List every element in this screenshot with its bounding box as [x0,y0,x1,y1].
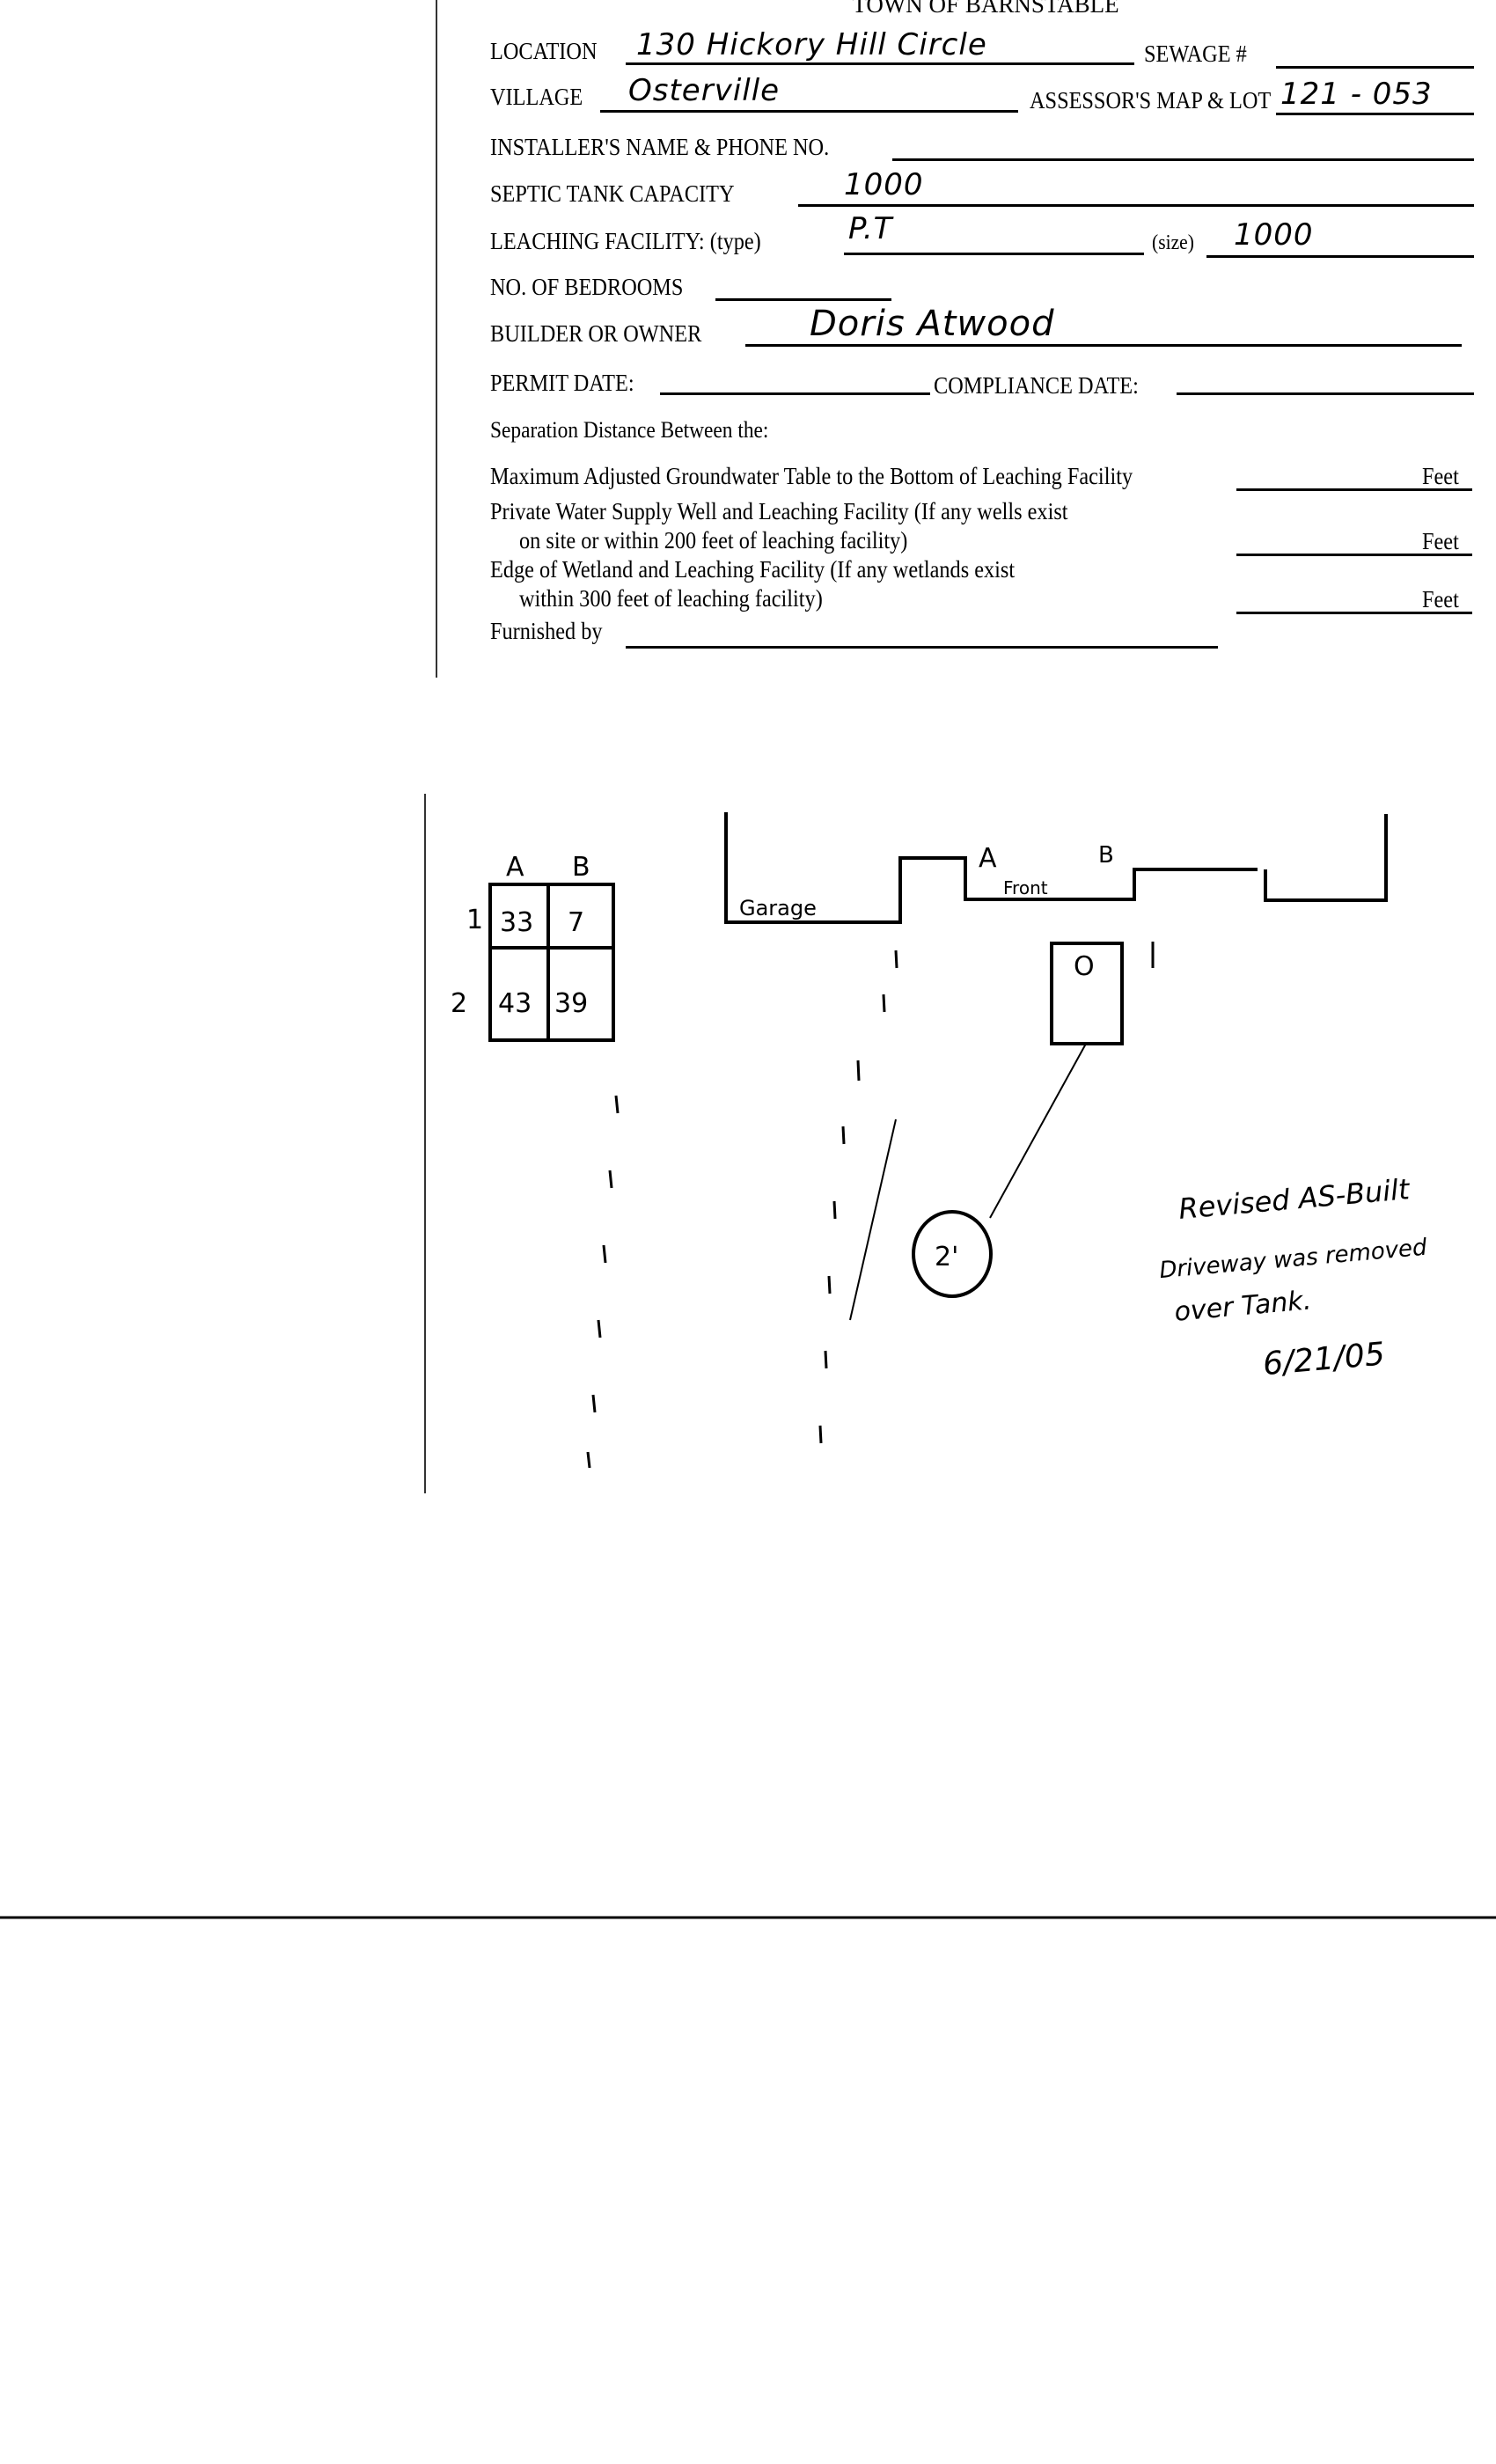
note-date: 6/21/05 [1261,1336,1386,1382]
leaching-type-value[interactable]: P.T [848,211,893,246]
garage-label: Garage [739,896,817,920]
compliance-date-field[interactable] [1177,392,1474,395]
tank-marker: O [1074,951,1095,982]
size-value[interactable]: 1000 [1234,217,1314,253]
point-b-label: B [1098,842,1114,869]
septic-field-line [798,204,1474,207]
driveway-dashes [586,942,1155,1469]
permit-date-field[interactable] [660,392,930,395]
village-label: VILLAGE [490,84,583,110]
builder-label: BUILDER OR OWNER [490,320,702,347]
installer-field[interactable] [892,158,1474,161]
note-over-tank: over Tank. [1173,1285,1312,1327]
separation-item-3-field[interactable] [1236,612,1472,614]
grid-cell-1b: 7 [568,907,584,938]
test-hole-grid [488,883,615,1042]
compliance-date-label: COMPLIANCE DATE: [934,372,1139,399]
village-field-line [600,110,1018,113]
scan-edge-line [436,0,437,678]
separation-item-1-field[interactable] [1236,488,1472,491]
separation-item-2-text: Private Water Supply Well and Leaching F… [490,498,1068,524]
grid-row-1: 1 [466,905,483,935]
pipe-line [989,1043,1087,1219]
scan-edge-line [424,794,426,1493]
furnished-by-field[interactable] [626,646,1218,649]
assessor-field-line [1276,113,1474,115]
separation-heading: Separation Distance Between the: [490,417,769,443]
separation-item-3-text: Edge of Wetland and Leaching Facility (I… [490,556,1016,583]
bedrooms-field[interactable] [715,298,891,301]
assessor-value[interactable]: 121 - 053 [1280,77,1433,112]
leaching-pit [912,1210,993,1298]
front-label: Front [1003,877,1048,898]
note-driveway: Driveway was removed [1158,1235,1428,1285]
sewage-field[interactable] [1276,66,1474,69]
location-label: LOCATION [490,38,598,64]
septic-label: SEPTIC TANK CAPACITY [490,180,735,207]
separation-item-2-unit: Feet [1422,528,1459,554]
pit-label: 2' [935,1242,958,1272]
installer-label: INSTALLER'S NAME & PHONE NO. [490,134,830,160]
bedrooms-label: NO. OF BEDROOMS [490,274,684,300]
separation-item-2-field[interactable] [1236,554,1472,556]
form-title: TOWN OF BARNSTABLE [852,0,1119,18]
driveway-edge-line [849,1118,897,1321]
grid-cell-2b: 39 [554,988,588,1019]
septic-value[interactable]: 1000 [844,167,924,202]
assessor-label: ASSESSOR'S MAP & LOT [1030,87,1272,114]
builder-field-line [745,344,1462,347]
note-revised: Revised AS-Built [1177,1172,1412,1226]
grid-row-2: 2 [451,988,467,1019]
permit-date-label: PERMIT DATE: [490,370,634,396]
grid-cell-2a: 43 [498,988,532,1019]
separation-item-3-unit: Feet [1422,586,1459,612]
grid-col-b: B [572,852,590,883]
location-field-line [626,62,1134,65]
leaching-type-field-line [844,253,1144,255]
separation-item-1-text: Maximum Adjusted Groundwater Table to th… [490,463,1133,489]
separation-item-3-text-cont: within 300 feet of leaching facility) [519,585,823,612]
separation-item-2-text-cont: on site or within 200 feet of leaching f… [519,527,908,554]
house-outline [724,812,1258,924]
location-value[interactable]: 130 Hickory Hill Circle [636,27,987,62]
grid-cell-1a: 33 [500,907,533,938]
size-label: (size) [1152,231,1194,254]
grid-col-a: A [506,852,524,883]
village-value[interactable]: Osterville [628,73,781,108]
separation-item-1-unit: Feet [1422,463,1459,489]
builder-value[interactable]: Doris Atwood [810,304,1055,344]
leaching-label: LEACHING FACILITY: (type) [490,228,761,254]
point-a-label: A [979,843,997,874]
septic-tank [1050,942,1124,1045]
furnished-by-label: Furnished by [490,618,603,644]
sewage-label: SEWAGE # [1144,40,1247,67]
house-outline [1264,814,1388,902]
size-field-line [1206,255,1474,258]
